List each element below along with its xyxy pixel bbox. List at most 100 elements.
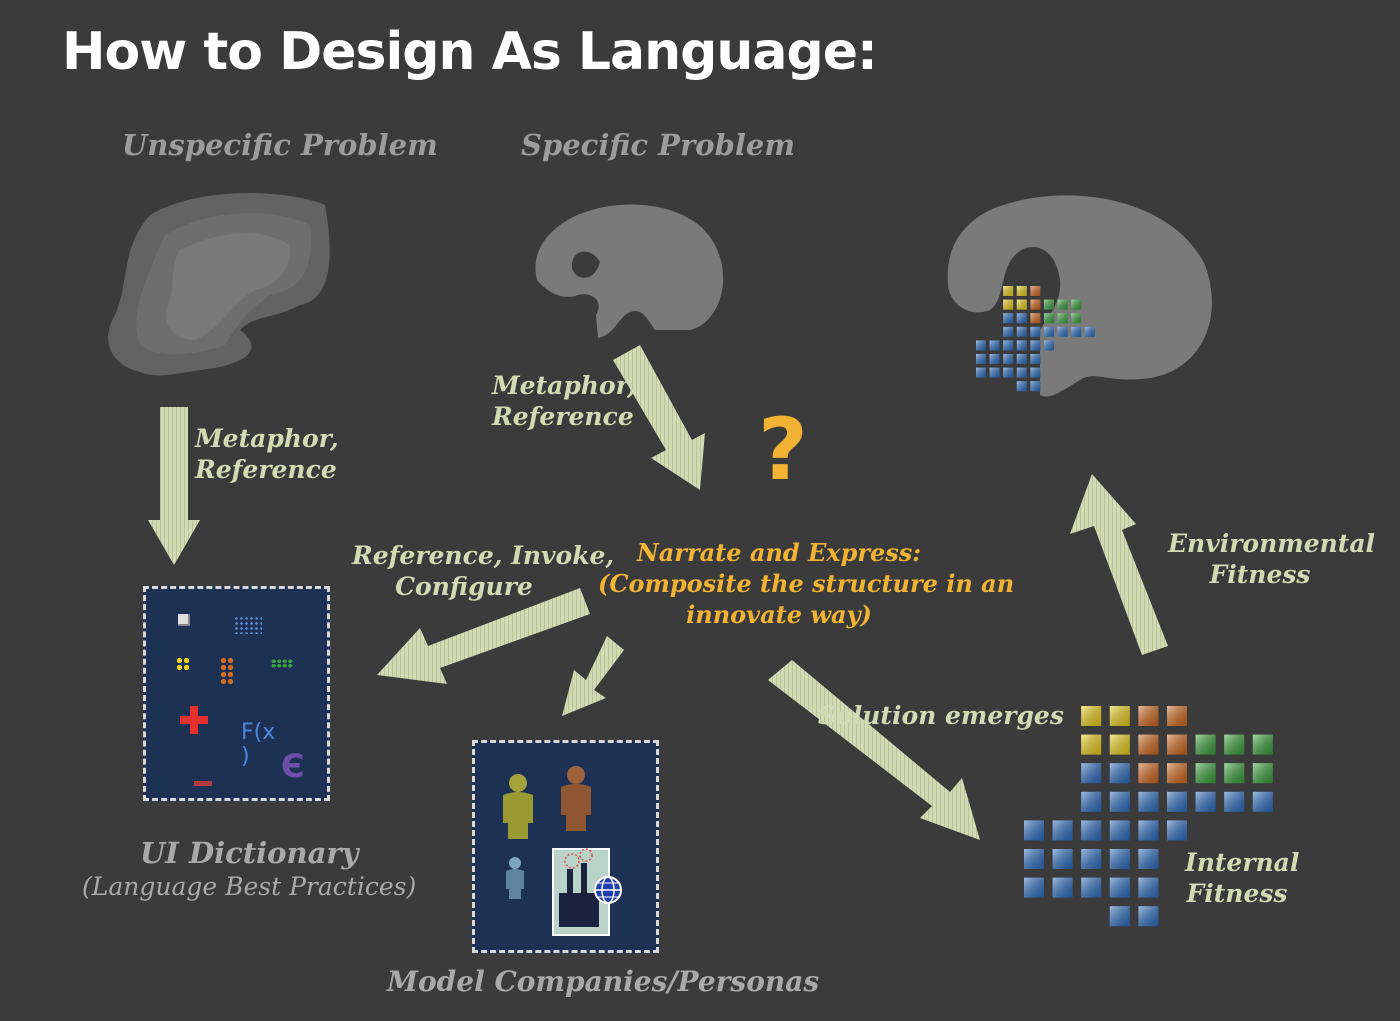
internal-block-cluster — [1024, 706, 1273, 927]
block-shade — [1052, 877, 1073, 898]
block-shade — [1052, 849, 1073, 869]
label-environmental-fitness: Environmental Fitness — [1168, 528, 1376, 590]
block-shade — [1109, 820, 1130, 841]
block-shade — [1024, 849, 1044, 869]
heading-unspecific-problem: Unspecific Problem — [122, 128, 438, 162]
block-shade — [1030, 367, 1041, 378]
person-olive-icon — [503, 774, 533, 839]
yellow-blocks-icon — [176, 657, 190, 671]
minus-icon — [194, 781, 212, 786]
function-icon: F(x ) — [241, 721, 275, 769]
block-shade — [1167, 763, 1187, 784]
block-shade — [1044, 326, 1054, 337]
block-shade — [1081, 734, 1102, 755]
label-invoke-line1: Reference, Invoke, — [352, 541, 615, 570]
block-shade — [1024, 877, 1044, 898]
block-shade — [1016, 367, 1027, 378]
block-shade — [1109, 849, 1130, 869]
heading-specific-problem: Specific Problem — [521, 128, 796, 162]
person-blue-icon — [506, 857, 524, 899]
arrow-invoke-left — [377, 588, 590, 684]
white-block-icon — [178, 614, 190, 626]
block-shade — [1109, 734, 1130, 755]
label-environmental-line1: Environmental — [1168, 529, 1376, 558]
block-shade — [1003, 354, 1014, 364]
block-shade — [1003, 326, 1014, 337]
block-shade — [1052, 820, 1073, 841]
block-shade — [1109, 877, 1130, 898]
block-shade — [1081, 820, 1102, 841]
function-icon-line2: ) — [241, 744, 250, 769]
ui-dictionary-label: UI Dictionary — [140, 836, 359, 870]
person-brown-icon — [561, 766, 591, 831]
specific-problem-blob — [535, 204, 724, 338]
label-metaphor-left-line1: Metaphor, — [195, 424, 339, 453]
personas-label: Model Companies/Personas — [387, 965, 820, 998]
label-internal-fitness: Internal Fitness — [1185, 847, 1299, 909]
block-shade — [1003, 286, 1014, 296]
arrow-environmental-up — [1070, 474, 1168, 655]
block-shade — [1030, 381, 1041, 392]
unspecific-problem-blob — [108, 193, 330, 376]
block-shade — [1109, 763, 1130, 784]
block-shade — [1252, 791, 1273, 812]
label-metaphor-center-line1: Metaphor, — [492, 371, 636, 400]
block-shade — [1044, 299, 1054, 310]
blob-block-cluster — [976, 286, 1095, 392]
label-metaphor-center-line2: Reference — [492, 402, 634, 431]
block-shade — [1138, 791, 1159, 812]
block-shade — [1081, 763, 1102, 784]
block-shade — [989, 354, 1000, 364]
block-shade — [1016, 381, 1027, 392]
block-shade — [1044, 340, 1054, 351]
block-shade — [1109, 706, 1130, 726]
block-shade — [1138, 734, 1159, 755]
block-shade — [1016, 340, 1027, 351]
block-shade — [1057, 326, 1068, 337]
label-solution-emerges: Solution emerges — [818, 701, 1064, 730]
label-metaphor-center: Metaphor, Reference — [492, 370, 636, 432]
label-metaphor-left-line2: Reference — [195, 455, 337, 484]
block-shade — [1224, 763, 1245, 784]
block-shade — [1167, 791, 1187, 812]
personas-box — [472, 740, 659, 953]
block-shade — [1071, 299, 1082, 310]
block-shade — [1138, 706, 1159, 726]
label-invoke-line2: Configure — [395, 572, 533, 601]
block-shade — [1003, 340, 1014, 351]
label-internal-line2: Fitness — [1186, 879, 1288, 908]
block-shade — [1252, 763, 1273, 784]
block-shade — [1030, 326, 1041, 337]
block-shade — [1084, 326, 1095, 337]
block-shade — [1109, 791, 1130, 812]
block-shade — [1016, 313, 1027, 324]
solution-blob — [947, 195, 1212, 397]
block-shade — [1030, 299, 1041, 310]
block-shade — [1224, 734, 1245, 755]
ui-dictionary-sublabel: (Language Best Practices) — [82, 872, 417, 901]
arrow-personas-down — [562, 636, 624, 716]
block-shade — [1138, 763, 1159, 784]
block-shade — [1195, 734, 1216, 755]
label-metaphor-left: Metaphor, Reference — [195, 423, 339, 485]
block-shade — [1224, 791, 1245, 812]
personas-illustration — [503, 766, 622, 936]
block-shade — [1057, 299, 1068, 310]
block-shade — [976, 354, 986, 364]
green-blocks-icon — [271, 659, 293, 668]
blue-dot-grid-icon — [234, 616, 262, 634]
center-line3: innovate way) — [686, 600, 872, 629]
epsilon-icon: Є — [281, 747, 305, 785]
block-shade — [1138, 906, 1159, 927]
center-line1: Narrate and Express: — [636, 538, 922, 567]
block-shade — [1081, 849, 1102, 869]
label-environmental-line2: Fitness — [1209, 560, 1311, 589]
center-narrate-express: Narrate and Express: (Composite the stru… — [598, 537, 1014, 630]
block-shade — [1057, 313, 1068, 324]
block-shade — [1016, 286, 1027, 296]
block-shade — [1167, 820, 1187, 841]
block-shade — [1044, 313, 1054, 324]
plus-icon-v — [190, 706, 198, 734]
block-shade — [1030, 340, 1041, 351]
